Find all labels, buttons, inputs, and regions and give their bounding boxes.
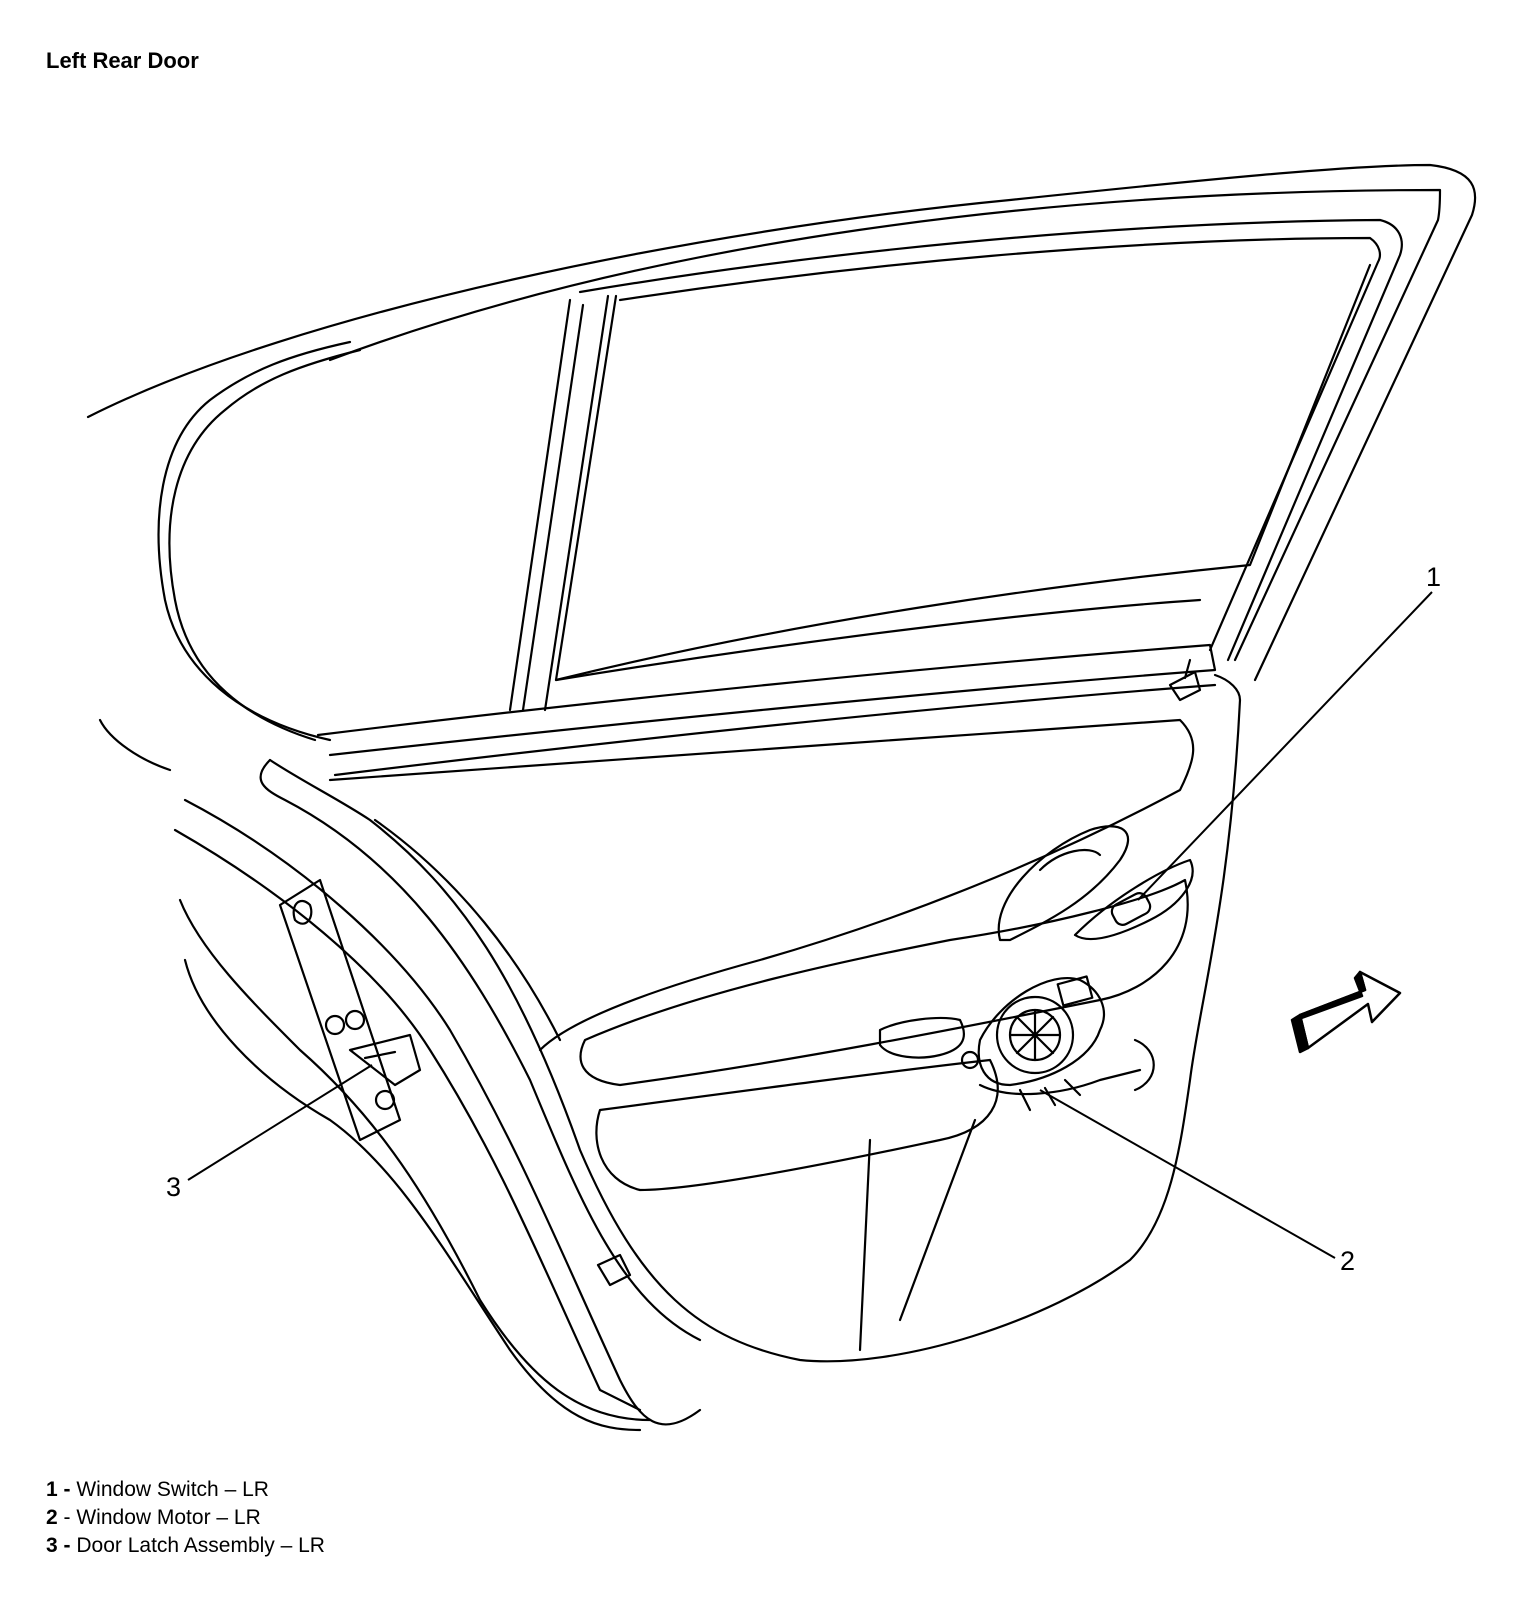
- window-glass: [554, 263, 1372, 682]
- b-pillar-rear: [543, 294, 610, 712]
- legend-number: 2: [46, 1506, 58, 1529]
- switch-bezel: [1073, 858, 1194, 941]
- door-frame-inner: [618, 236, 1381, 652]
- legend-row-3: 3 - Door Latch Assembly – LR: [46, 1532, 325, 1560]
- jamb-line-3: [178, 898, 652, 1422]
- callout-number-1: 1: [1426, 562, 1441, 592]
- leader-line-3: [187, 1064, 373, 1181]
- leader-line-2: [1039, 1089, 1336, 1259]
- legend-number: 1: [46, 1478, 58, 1501]
- legend-row-2: 2 - Window Motor – LR: [46, 1504, 325, 1532]
- window-switch: [1110, 892, 1152, 926]
- map-pocket: [595, 1058, 999, 1192]
- door-panel-edge: [259, 758, 702, 1342]
- legend-separator: -: [57, 1506, 77, 1529]
- latch-bolt-1: [324, 1014, 346, 1036]
- latch-bolt-2: [344, 1009, 366, 1031]
- roof-outline: [86, 163, 1477, 682]
- lower-panel-line-2: [898, 1118, 977, 1322]
- window-motor-drawing: [960, 975, 1155, 1112]
- belt-line: [316, 643, 1217, 757]
- legend-row-1: 1 - Window Switch – LR: [46, 1476, 325, 1504]
- quarter-window-outer: [157, 340, 352, 742]
- b-pillar-front: [508, 298, 572, 712]
- pull-cup: [878, 1016, 966, 1059]
- upper-trim: [328, 718, 1195, 1052]
- lower-hinge: [596, 1253, 632, 1287]
- leader-line-1: [1137, 591, 1433, 901]
- callout-number-3: 3: [166, 1172, 181, 1202]
- jamb-inner: [173, 828, 642, 1412]
- trim-sweep: [373, 818, 562, 1042]
- diagram-title: Left Rear Door: [46, 48, 199, 73]
- legend-label: Window Switch – LR: [76, 1478, 269, 1501]
- door-frame-outer: [578, 218, 1403, 662]
- legend-separator: -: [57, 1478, 77, 1501]
- door-handle-lever: [1038, 848, 1102, 872]
- latch-striker: [348, 1033, 422, 1087]
- belt-line-lower: [333, 683, 1217, 777]
- latch-bolt-3: [374, 1089, 396, 1111]
- quarter-outer-curve: [98, 718, 172, 772]
- door-handle-pocket: [997, 825, 1130, 942]
- armrest: [579, 878, 1189, 1087]
- direction-arrow-icon: [1290, 970, 1402, 1054]
- roof-inner-line: [328, 188, 1442, 662]
- latch-hole: [292, 899, 313, 925]
- latch-slot: [363, 1050, 397, 1060]
- legend-separator: -: [57, 1534, 77, 1557]
- jamb-line-4: [183, 958, 642, 1432]
- latch-plate: [278, 878, 402, 1142]
- quarter-window-curve: [168, 348, 362, 742]
- legend: 1 - Window Switch – LR 2 - Window Motor …: [46, 1476, 325, 1560]
- legend-number: 3: [46, 1534, 58, 1557]
- callout-number-2: 2: [1340, 1246, 1355, 1276]
- b-pillar-strip: [521, 303, 585, 712]
- legend-label: Door Latch Assembly – LR: [76, 1534, 325, 1557]
- window-lower-edge: [554, 598, 1202, 682]
- jamb-outer: [183, 798, 702, 1426]
- lock-post: [1168, 658, 1202, 702]
- legend-label: Window Motor – LR: [76, 1506, 261, 1529]
- lower-panel-line-1: [858, 1138, 872, 1352]
- door-panel-outline: [268, 673, 1242, 1363]
